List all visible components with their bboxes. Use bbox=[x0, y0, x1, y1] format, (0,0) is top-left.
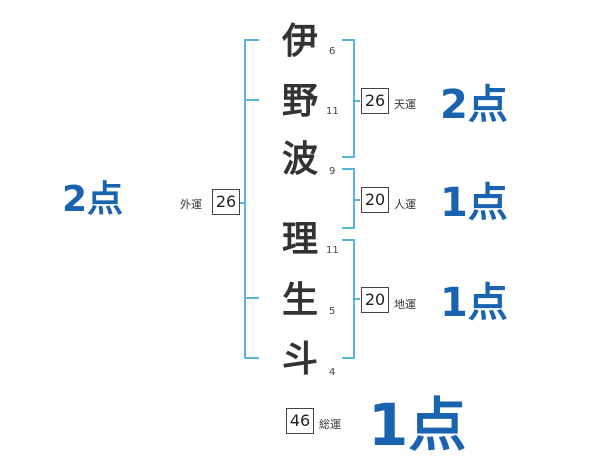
stroke-count-6: 4 bbox=[329, 367, 336, 378]
name-char-5: 生 bbox=[281, 280, 318, 321]
souun-score: 1点 bbox=[368, 391, 467, 459]
jinun-score: 1点 bbox=[440, 180, 508, 226]
tenun-score: 2点 bbox=[440, 82, 508, 128]
gaiun-value-box: 26 bbox=[212, 189, 240, 215]
tenun-bracket bbox=[342, 39, 355, 158]
chiun-bracket bbox=[342, 239, 355, 359]
chiun-label: 地運 bbox=[394, 298, 416, 311]
stroke-count-2: 11 bbox=[326, 106, 339, 117]
chiun-value-box: 20 bbox=[361, 287, 389, 313]
outer-bracket bbox=[244, 39, 259, 359]
stroke-count-1: 6 bbox=[329, 46, 336, 57]
name-char-3: 波 bbox=[281, 139, 318, 180]
jinun-value-box: 20 bbox=[361, 187, 389, 213]
name-char-4: 理 bbox=[281, 219, 318, 260]
name-char-1: 伊 bbox=[281, 21, 318, 62]
stroke-count-3: 9 bbox=[329, 166, 336, 177]
name-char-6: 斗 bbox=[281, 339, 318, 380]
name-char-2: 野 bbox=[281, 81, 318, 122]
gaiun-label: 外運 bbox=[180, 198, 202, 211]
stroke-count-5: 5 bbox=[329, 306, 336, 317]
gaiun-score: 2点 bbox=[62, 179, 124, 220]
souun-value-box: 46 bbox=[286, 408, 314, 434]
stroke-count-4: 11 bbox=[326, 245, 339, 256]
chiun-score: 1点 bbox=[440, 280, 508, 326]
jinun-bracket bbox=[342, 168, 355, 229]
jinun-label: 人運 bbox=[394, 198, 416, 211]
souun-label: 総運 bbox=[319, 418, 341, 431]
tenun-label: 天運 bbox=[394, 98, 416, 111]
tenun-value-box: 26 bbox=[361, 88, 389, 114]
